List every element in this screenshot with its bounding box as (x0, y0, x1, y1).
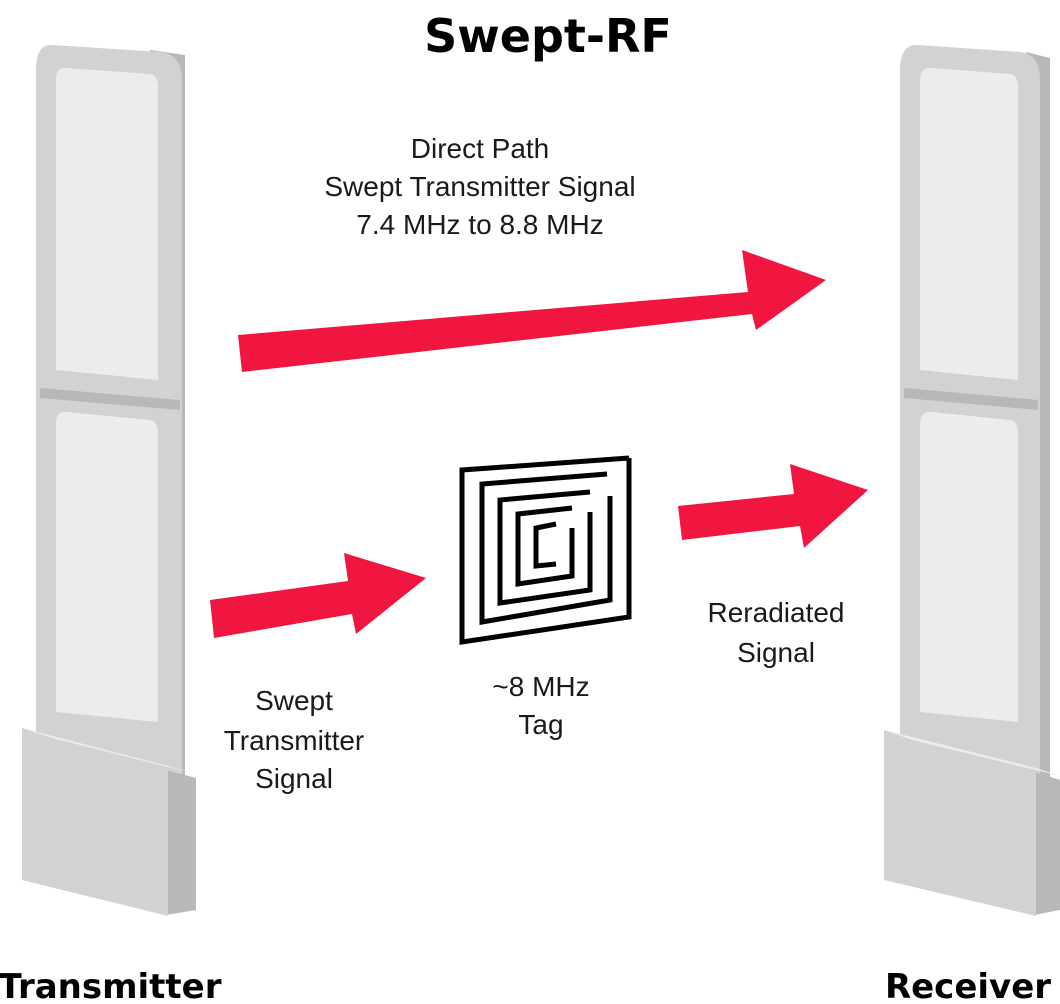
reradiated-label-line1: Reradiated (708, 597, 845, 628)
direct-path-arrow (238, 250, 826, 372)
transmitter-antenna-base-top (22, 728, 196, 774)
direct-path-label-line2: Swept Transmitter Signal (324, 171, 635, 202)
direct-path-label-line1: Direct Path (411, 133, 550, 164)
reradiated-signal-arrow (678, 464, 868, 548)
receiver-antenna (884, 44, 1060, 916)
transmitter-label: Transmitter (0, 967, 222, 1004)
transmitter-antenna-upper-window (56, 67, 158, 380)
receiver-antenna-lower-window (920, 411, 1018, 722)
diagram-title: Swept-RF (424, 9, 672, 63)
transmitter-antenna (22, 44, 196, 916)
tag-label-line1: ~8 MHz (492, 671, 589, 702)
spiral-coil-tag-icon (459, 455, 632, 645)
swept-signal-label-line3: Signal (255, 763, 333, 794)
direct-path-label-line3: 7.4 MHz to 8.8 MHz (356, 209, 603, 240)
swept-signal-label-line2: Transmitter (224, 725, 365, 756)
receiver-label: Receiver (885, 967, 1051, 1004)
transmitter-antenna-base (22, 728, 168, 916)
tag-label-line2: Tag (518, 709, 563, 740)
receiver-antenna-crossbar (904, 388, 1038, 410)
receiver-antenna-base-side (1034, 772, 1060, 915)
receiver-antenna-base (884, 730, 1036, 916)
receiver-antenna-base-top (884, 730, 1060, 776)
swept-signal-label-line1: Swept (255, 685, 333, 716)
transmitter-antenna-base-side (166, 770, 196, 915)
swept-signal-arrow (210, 553, 426, 638)
transmitter-antenna-lower-window (56, 411, 158, 722)
transmitter-antenna-crossbar (40, 388, 180, 410)
receiver-antenna-upper-window (920, 67, 1018, 380)
reradiated-label-line2: Signal (737, 637, 815, 668)
